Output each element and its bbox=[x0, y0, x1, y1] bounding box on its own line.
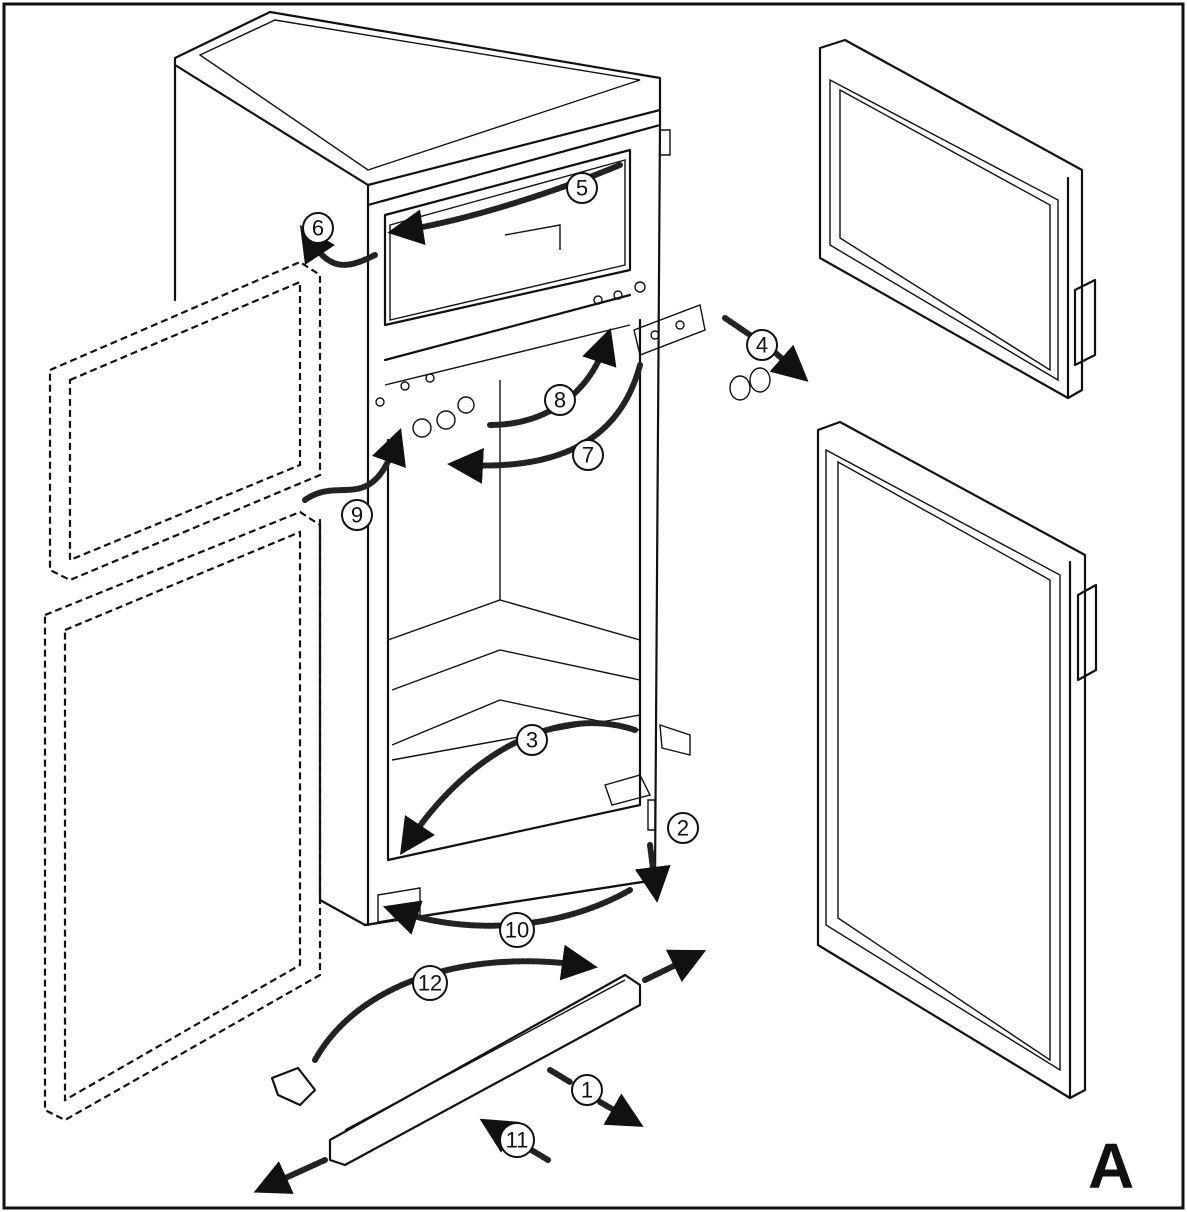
figure-letter: A bbox=[1088, 1130, 1134, 1202]
callout-11: 11 bbox=[499, 1122, 535, 1158]
callout-5-label: 5 bbox=[576, 176, 588, 201]
callout-7-label: 7 bbox=[582, 443, 594, 468]
callout-2-label: 2 bbox=[677, 816, 689, 841]
callout-9-label: 9 bbox=[351, 503, 363, 528]
callout-8-label: 8 bbox=[554, 388, 566, 413]
dashed-upper-door bbox=[48, 260, 322, 582]
callout-6: 6 bbox=[302, 212, 334, 244]
callout-3: 3 bbox=[516, 724, 548, 756]
callout-4: 4 bbox=[746, 329, 778, 361]
callout-6-label: 6 bbox=[312, 216, 324, 241]
upper-door bbox=[818, 38, 1097, 400]
callout-9: 9 bbox=[341, 499, 373, 531]
callout-1: 1 bbox=[571, 1074, 603, 1106]
callout-10-label: 10 bbox=[505, 918, 529, 943]
callout-3-label: 3 bbox=[526, 728, 538, 753]
arrows bbox=[253, 162, 809, 1194]
callout-5: 5 bbox=[566, 172, 598, 204]
callout-10: 10 bbox=[499, 912, 535, 948]
callout-8: 8 bbox=[544, 384, 576, 416]
callout-11-label: 11 bbox=[506, 1128, 529, 1153]
fridge-cabinet bbox=[173, 10, 771, 927]
hinge-cover bbox=[270, 1066, 317, 1107]
lower-door bbox=[816, 420, 1098, 1100]
callout-12: 12 bbox=[412, 965, 448, 1001]
callout-2: 2 bbox=[667, 812, 699, 844]
callout-4-label: 4 bbox=[756, 333, 768, 358]
callout-1-label: 1 bbox=[581, 1078, 593, 1103]
callout-7: 7 bbox=[572, 439, 604, 471]
dashed-lower-door bbox=[43, 510, 322, 1122]
plinth-strip bbox=[328, 973, 642, 1167]
callout-12-label: 12 bbox=[418, 971, 442, 996]
